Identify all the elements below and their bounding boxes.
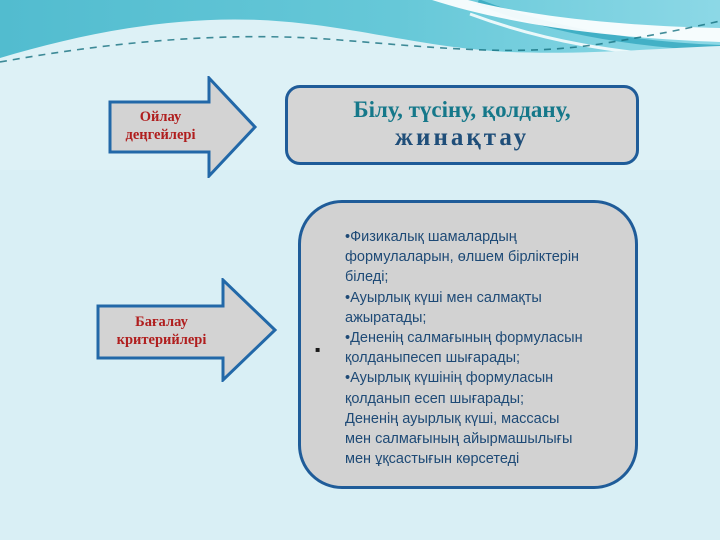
bloom-levels-title-box: Білу, түсіну, қолдану, жинақтау [285,85,639,165]
right-arrow-shape-icon [96,278,278,382]
assessment-criteria-label: Бағалау критерийлері [116,314,207,348]
criteria-content-box: •Физикалық шамалардың формулаларын, өлше… [298,200,638,489]
thinking-levels-arrow: Ойлау деңгейлері [108,76,258,178]
stray-bullet-dot: ▪ [315,345,321,354]
title-line-1: Білу, түсіну, қолдану, [353,97,571,123]
dashed-accent-line [0,20,720,63]
title-line-2: жинақтау [394,123,530,151]
thinking-levels-label: Ойлау деңгейлері [125,109,196,143]
assessment-criteria-arrow: Бағалау критерийлері [96,278,278,382]
criteria-text: •Физикалық шамалардың формулаларын, өлше… [345,229,583,468]
white-swoosh-ribbon [432,0,720,42]
right-arrow-shape-icon [108,76,258,178]
